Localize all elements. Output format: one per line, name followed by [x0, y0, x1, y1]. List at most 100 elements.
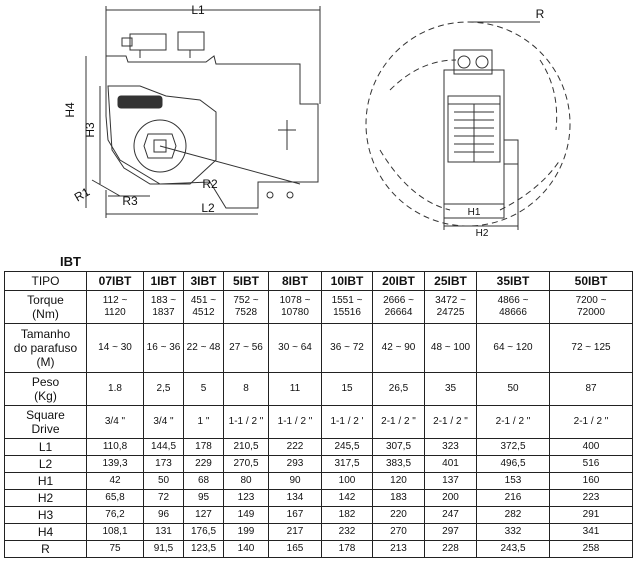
column-header-07ibt: 07IBT — [86, 271, 144, 291]
cell-line: 134 — [286, 492, 304, 503]
row-label-line: H2 — [37, 491, 54, 505]
cell-line: 1-1 / 2 " — [228, 416, 264, 427]
table-cell: 76,2 — [86, 506, 144, 524]
row-label-line: Peso — [31, 375, 60, 389]
table-cell: 42 — [86, 472, 144, 490]
cell-line: 2-1 / 2 " — [573, 416, 609, 427]
cell-line: 42 — [109, 475, 121, 486]
row-label: H2 — [4, 489, 87, 507]
cell-line: 232 — [338, 526, 356, 537]
table-cell: 200 — [424, 489, 477, 507]
table-cell: 123,5 — [183, 540, 224, 558]
table-cell: 223 — [549, 489, 633, 507]
table-cell: 3/4 " — [86, 405, 144, 439]
cell-line: 217 — [286, 526, 304, 537]
table-cell: 131 — [143, 523, 184, 541]
cell-line: 4866 ~ — [497, 295, 529, 306]
table-cell: 243,5 — [476, 540, 550, 558]
table-cell: 229 — [183, 455, 224, 473]
cell-line: 178 — [195, 441, 212, 452]
table-cell: 140 — [223, 540, 269, 558]
row-label: H3 — [4, 506, 87, 524]
table-cell: 134 — [268, 489, 322, 507]
cell-line: 11 — [289, 383, 301, 394]
cell-line: 1120 — [104, 307, 126, 318]
cell-line: 112 ~ — [102, 295, 128, 306]
table-cell: 167 — [268, 506, 322, 524]
table-cell: 210,5 — [223, 438, 269, 456]
cell-line: 220 — [390, 509, 407, 520]
table-cell: 1.8 — [86, 372, 144, 406]
cell-line: 270,5 — [233, 458, 259, 469]
cell-line: 22 ~ 48 — [186, 342, 221, 353]
row-label: Peso(Kg) — [4, 372, 87, 406]
cell-line: 10780 — [281, 307, 309, 318]
row-label-line: (Kg) — [34, 389, 57, 403]
table-cell: 1-1 / 2 " — [223, 405, 269, 439]
cell-line: 183 ~ — [150, 295, 177, 306]
cell-line: 176,5 — [190, 526, 217, 537]
cell-line: 1 " — [197, 416, 210, 427]
cell-line: 372,5 — [500, 441, 526, 452]
row-label-line: Torque — [27, 293, 64, 307]
cell-line: 200 — [442, 492, 459, 503]
table-cell: 2-1 / 2 " — [549, 405, 633, 439]
cell-line: 123 — [237, 492, 255, 503]
cell-line: 127 — [195, 509, 212, 520]
dim-label-R1: R1 — [72, 184, 93, 204]
table-cell: 139,3 — [86, 455, 144, 473]
table-cell: 282 — [476, 506, 550, 524]
table-cell: 258 — [549, 540, 633, 558]
table-cell: 216 — [476, 489, 550, 507]
table-cell: 270,5 — [223, 455, 269, 473]
cell-line: 123,5 — [190, 543, 217, 554]
cell-line: 26664 — [384, 307, 413, 318]
table-cell: 372,5 — [476, 438, 550, 456]
cell-line: 222 — [286, 441, 304, 452]
cell-line: 228 — [442, 543, 459, 554]
dim-label-L1: L1 — [191, 3, 205, 17]
column-header-8ibt: 8IBT — [268, 271, 322, 291]
table-cell: 36 ~ 72 — [321, 323, 373, 373]
table-cell: 1551 ~15516 — [321, 290, 373, 324]
cell-line: 173 — [155, 458, 172, 469]
row-label-line: do parafuso — [13, 341, 78, 355]
cell-line: 317,5 — [334, 458, 360, 469]
cell-line: 144,5 — [150, 441, 177, 452]
cell-line: 2-1 / 2 " — [495, 416, 531, 427]
cell-line: 72 ~ 125 — [571, 342, 611, 353]
table-cell: 1-1 / 2 ' — [321, 405, 373, 439]
cell-line: 26,5 — [388, 383, 409, 394]
cell-line: 2-1 / 2 " — [433, 416, 468, 427]
column-header-50ibt: 50IBT — [549, 271, 633, 291]
cell-line: 48666 — [499, 307, 527, 318]
table-cell: 165 — [268, 540, 322, 558]
table-cell: 516 — [549, 455, 633, 473]
cell-line: 1837 — [152, 307, 175, 318]
cell-line: 1-1 / 2 ' — [330, 416, 364, 427]
table-cell: 332 — [476, 523, 550, 541]
table-cell: 87 — [549, 372, 633, 406]
table-cell: 2-1 / 2 " — [476, 405, 550, 439]
table-cell: 178 — [321, 540, 373, 558]
cell-line: 2666 ~ — [383, 295, 414, 306]
cell-line: 4512 — [192, 307, 215, 318]
table-cell: 2-1 / 2 " — [424, 405, 477, 439]
table-cell: 68 — [183, 472, 224, 490]
table-cell: 297 — [424, 523, 477, 541]
table-cell: 7200 ~72000 — [549, 290, 633, 324]
cell-line: 80 — [240, 475, 252, 486]
table-cell: 15 — [321, 372, 373, 406]
table-cell: 323 — [424, 438, 477, 456]
table-cell: 232 — [321, 523, 373, 541]
row-label-line: H4 — [37, 525, 54, 539]
table-cell: 123 — [223, 489, 269, 507]
cell-line: 307,5 — [385, 441, 412, 452]
cell-line: 5 — [200, 383, 207, 394]
wrench-side-body — [105, 55, 319, 209]
cell-line: 108,1 — [102, 526, 128, 537]
